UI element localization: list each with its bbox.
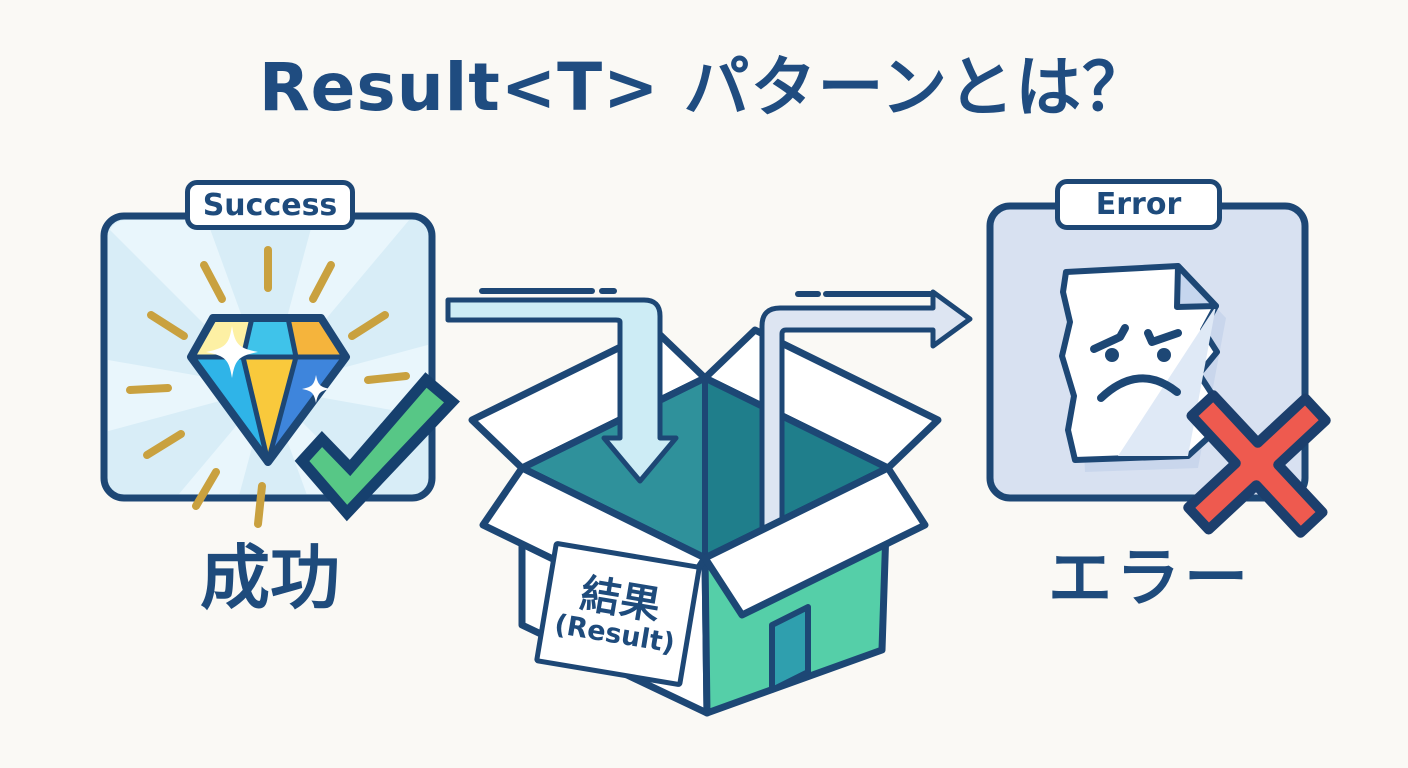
x-mark-icon — [1183, 390, 1331, 538]
error-card — [986, 202, 1331, 538]
arrow-into-box-icon — [445, 288, 679, 484]
error-badge-label: Error — [1095, 187, 1182, 222]
sad-face — [1090, 324, 1182, 402]
gold-rays-icon — [126, 246, 410, 528]
box-label-en: (Result) — [552, 608, 677, 660]
sad-document-icon — [1059, 263, 1226, 472]
paper-fold-corner — [1174, 263, 1219, 310]
page-title: Result<T> パターンとは？ — [258, 49, 1150, 126]
success-caption: 成功 — [200, 537, 340, 619]
error-caption: エラー — [1048, 542, 1252, 616]
arrow-out-of-box-icon — [759, 289, 973, 603]
box-label: 結果 (Result) — [533, 540, 703, 688]
open-box-icon — [445, 288, 973, 717]
box-door-notch — [769, 604, 811, 693]
success-badge-label: Success — [202, 187, 338, 223]
sparkle-icon — [206, 326, 330, 403]
success-badge: Success — [185, 180, 355, 230]
checkmark-icon — [294, 372, 460, 522]
error-badge: Error — [1055, 179, 1222, 230]
